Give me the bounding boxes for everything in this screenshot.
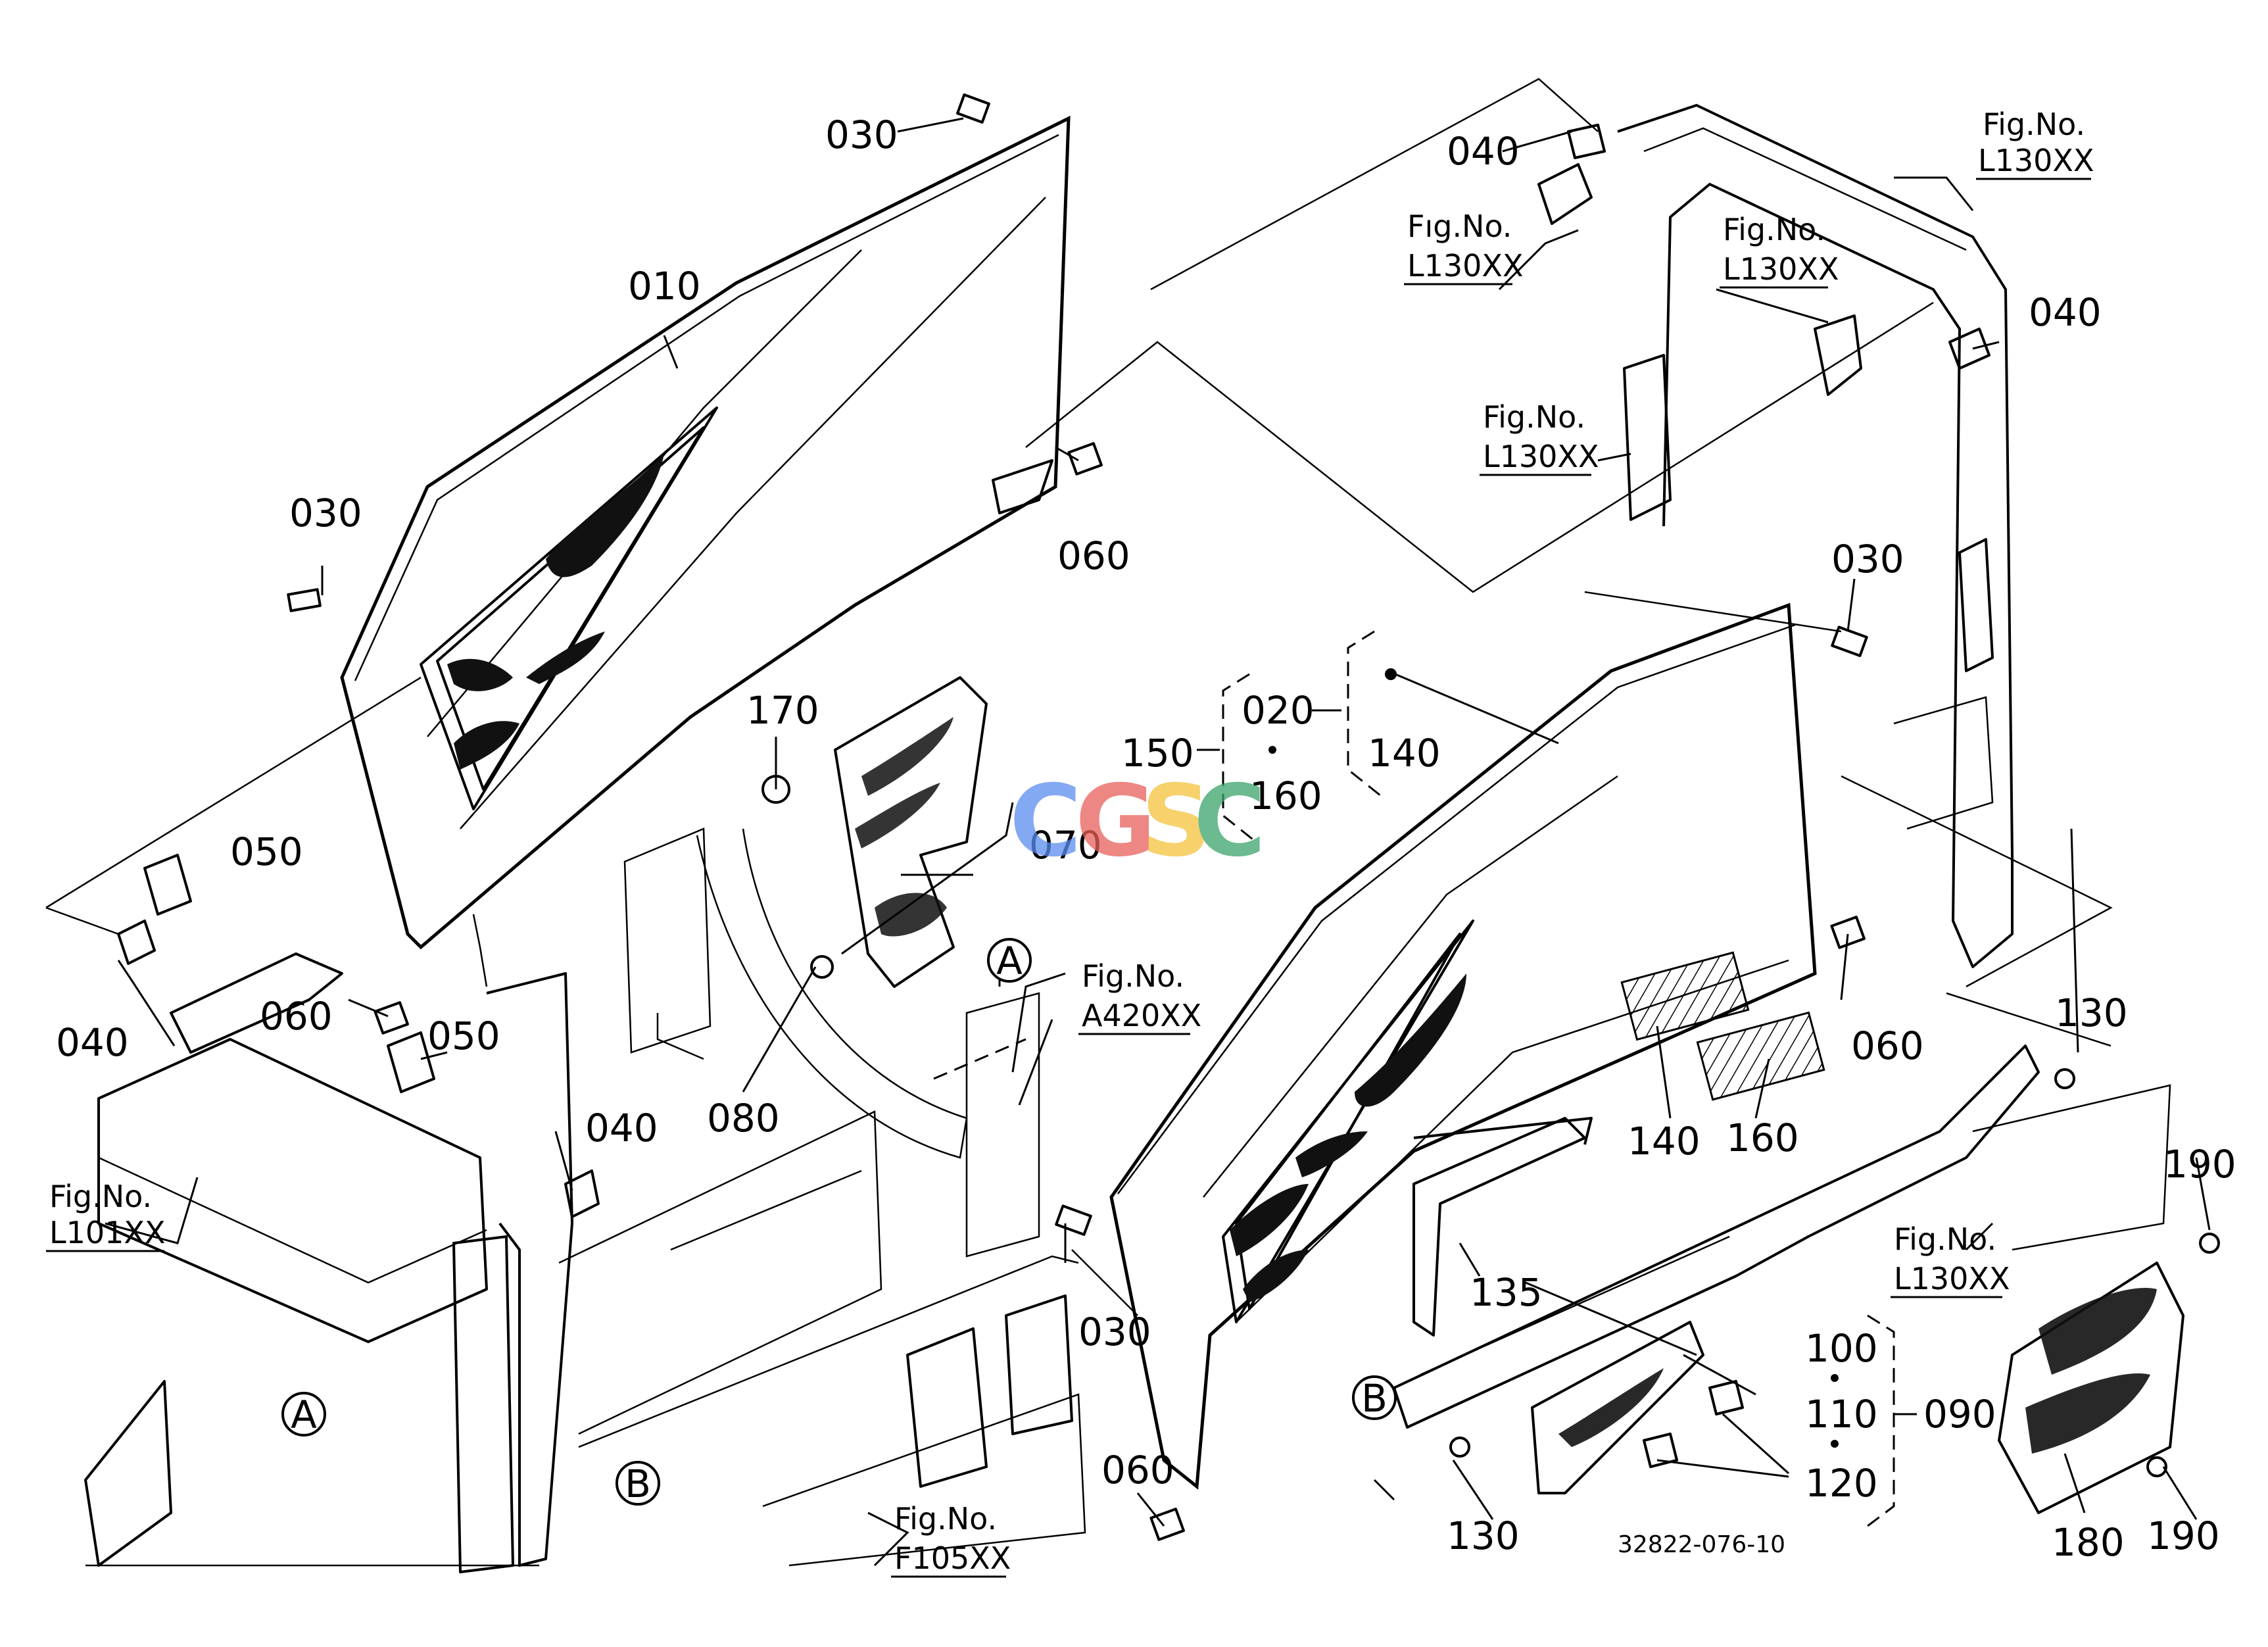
callout-040: 040	[56, 1020, 129, 1065]
callout-080: 080	[707, 1096, 780, 1141]
callout-040: 040	[2029, 290, 2102, 335]
callout-030: 030	[289, 491, 362, 535]
svg-text:L101XX: L101XX	[49, 1215, 165, 1250]
ref-mark-b-lower: B	[615, 1461, 660, 1506]
callout-060: 060	[1057, 533, 1130, 578]
svg-text:Fıg.No.: Fıg.No.	[1407, 209, 1512, 244]
callout-050: 050	[230, 829, 303, 874]
fig-ref-l130-2: Fıg.No. L130XX	[1404, 209, 1523, 285]
ref-mark-b-bracket: B	[1352, 1375, 1397, 1421]
callout-110: 110	[1805, 1392, 1878, 1437]
svg-text:B: B	[625, 1462, 651, 1506]
callout-130: 130	[2055, 991, 2128, 1035]
chassis	[84, 952, 1086, 1573]
side-panel-right	[1109, 602, 1825, 1490]
callout-070: 070	[1029, 823, 1102, 868]
callout-040: 040	[1447, 129, 1520, 174]
svg-text:Fig.No.: Fig.No.	[49, 1179, 152, 1214]
hardware	[117, 93, 2220, 1541]
svg-text:Fig.No.: Fig.No.	[1723, 212, 1825, 247]
svg-text:B: B	[1361, 1376, 1387, 1421]
callouts: 030 010 030 060 040 040 030 020 140 150 …	[56, 112, 2236, 1565]
fig-ref-l130-5: Fig.No. L130XX	[1891, 1221, 2010, 1298]
callout-140: 140	[1628, 1119, 1701, 1164]
svg-text:L130XX: L130XX	[1407, 248, 1523, 283]
fig-ref-l130-4: Fig.No. L130XX	[1480, 399, 1599, 476]
callout-140: 140	[1368, 731, 1441, 775]
callout-090: 090	[1923, 1392, 1996, 1437]
fig-ref-l130-3: Fig.No. L130XX	[1720, 212, 1839, 289]
callout-180: 180	[2052, 1520, 2125, 1565]
svg-text:Fig.No.: Fig.No.	[1483, 399, 1585, 435]
callout-060: 060	[260, 994, 333, 1039]
callout-050: 050	[427, 1014, 500, 1058]
lower-bracket	[1393, 1045, 2184, 1514]
callout-060: 060	[1851, 1023, 1924, 1068]
fig-ref-f105: Fig.No. F105XX	[891, 1501, 1011, 1578]
callout-060: 060	[1101, 1448, 1174, 1492]
watermark-letter: G	[1075, 764, 1156, 879]
fig-ref-a420: Fig.No. A420XX	[1078, 958, 1201, 1035]
callout-030: 030	[825, 112, 898, 157]
svg-text:F105XX: F105XX	[894, 1540, 1011, 1576]
svg-text:L130XX: L130XX	[1723, 251, 1839, 287]
side-panel-left	[340, 115, 1071, 950]
document-number: 32822-076-10	[1618, 1531, 1785, 1558]
ref-mark-a-lower: A	[281, 1392, 326, 1437]
fig-ref-l101: Fig.No. L101XX	[46, 1179, 165, 1252]
svg-text:A: A	[996, 939, 1023, 983]
svg-text:A420XX: A420XX	[1082, 998, 1201, 1033]
callout-040: 040	[585, 1106, 658, 1150]
watermark-letter: C	[1009, 764, 1082, 879]
callout-130: 130	[1447, 1513, 1520, 1558]
svg-text:Fig.No.: Fig.No.	[1082, 958, 1184, 994]
callout-030: 030	[1078, 1310, 1151, 1354]
svg-text:Fig.No.: Fig.No.	[1894, 1221, 1996, 1257]
callout-170: 170	[746, 688, 819, 733]
svg-text:L130XX: L130XX	[1894, 1261, 2010, 1296]
callout-190: 190	[2147, 1513, 2220, 1558]
callout-120: 120	[1805, 1461, 1878, 1506]
svg-text:L130XX: L130XX	[1483, 439, 1599, 474]
callout-150: 150	[1121, 731, 1194, 775]
callout-190: 190	[2163, 1142, 2236, 1187]
svg-text:Fig.No.: Fig.No.	[1983, 107, 2085, 142]
callout-030: 030	[1831, 537, 1904, 581]
list-dots	[1268, 668, 1839, 1448]
watermark-letter: C	[1194, 764, 1266, 879]
rear-frame	[1537, 104, 2014, 968]
callout-100: 100	[1805, 1326, 1878, 1371]
leader-lines	[45, 78, 2211, 1567]
watermark-letter: S	[1141, 764, 1212, 879]
svg-text:L130XX: L130XX	[1978, 143, 2094, 178]
callout-160: 160	[1726, 1116, 1799, 1160]
callout-010: 010	[628, 264, 701, 308]
ref-mark-a-upper: A	[987, 938, 1032, 983]
watermark-logo: C G S C	[1009, 764, 1266, 879]
fig-ref-l130-1: Fig.No. L130XX	[1976, 107, 2094, 180]
svg-text:Fig.No.: Fig.No.	[894, 1501, 997, 1536]
callout-135: 135	[1470, 1270, 1543, 1315]
callout-160: 160	[1249, 774, 1322, 818]
svg-text:A: A	[291, 1392, 317, 1437]
callout-020: 020	[1242, 688, 1315, 733]
center-cover	[623, 676, 1040, 1258]
